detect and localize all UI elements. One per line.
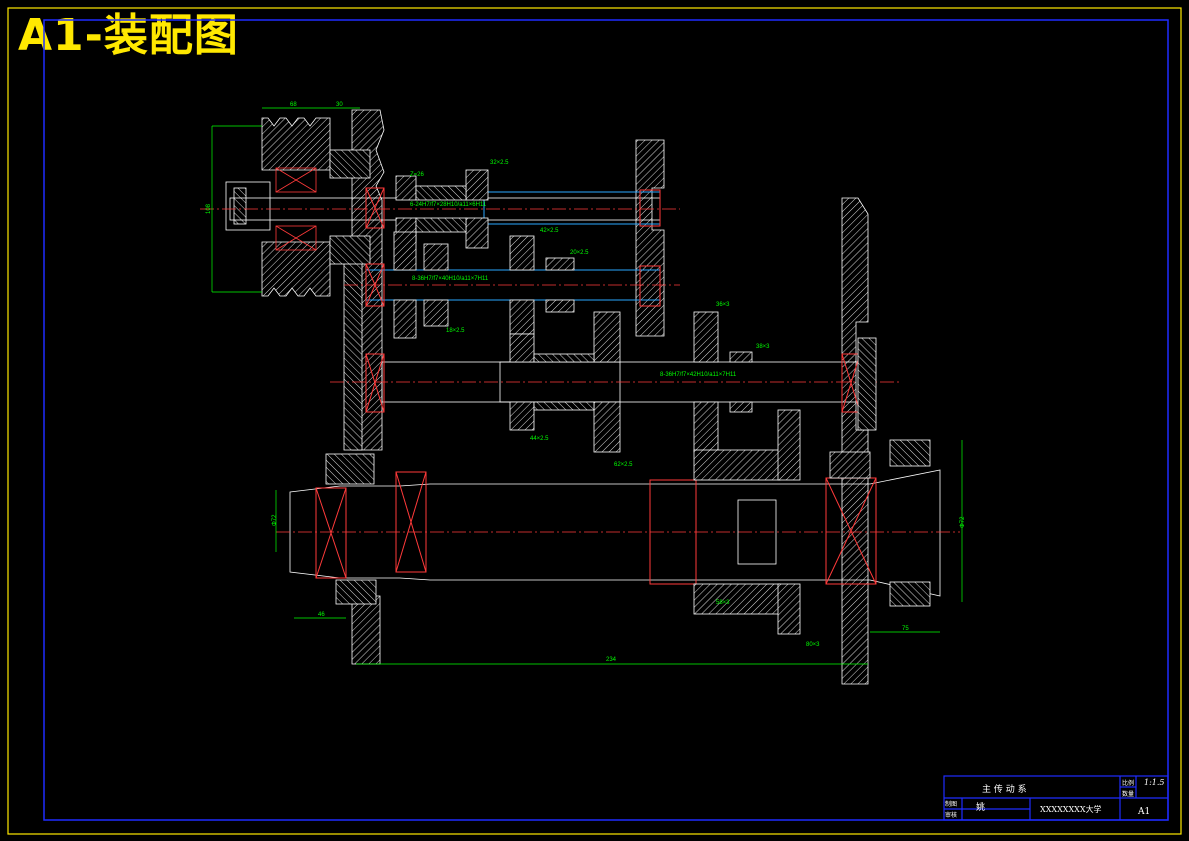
- check-label: 审核: [945, 811, 957, 819]
- gear-label-44: 44×2.5: [530, 436, 549, 442]
- dim-top-left: 68: [290, 102, 297, 108]
- gear-label-38: 38×3: [756, 344, 770, 350]
- gear-label-18: 18×2.5: [446, 328, 465, 334]
- housing-walls: [343, 109, 869, 685]
- drawing-title: A1-装配图: [18, 10, 239, 61]
- gear-label-80: 80×3: [806, 642, 820, 648]
- scale-label: 比例: [1122, 779, 1134, 787]
- inner-border: [43, 19, 1169, 821]
- dim-total-length: 234: [606, 657, 617, 663]
- title-block: [943, 775, 1169, 821]
- gear-label-z26: Z=26: [410, 172, 425, 178]
- title-block-name: 主 传 动 系: [982, 783, 1027, 795]
- dim-top-right: 30: [336, 102, 343, 108]
- scale-value: 1:1.5: [1144, 778, 1165, 787]
- shaft-1-spline: 6-24H7/f7×28H10/a11×6H11: [410, 202, 487, 208]
- gear-label-36-top: 36×3: [716, 302, 730, 308]
- drawer-name: 姚: [976, 801, 985, 813]
- dimension-lines: [211, 107, 963, 665]
- gear-label-42: 42×2.5: [540, 228, 559, 234]
- dim-bottom-left: 46: [318, 612, 325, 618]
- gear-label-32: 32×2.5: [490, 160, 509, 166]
- gear-label-62: 62×2.5: [614, 462, 633, 468]
- outer-border: [7, 7, 1182, 835]
- sheet-size: A1: [1137, 807, 1150, 817]
- gear-label-58: 58×3: [716, 600, 730, 606]
- school-name: XXXXXXXX大学: [1040, 804, 1102, 814]
- shaft-3-gears: [509, 311, 877, 453]
- dim-right-diameter: Φ72: [960, 516, 966, 528]
- drawn-label: 制图: [945, 800, 957, 808]
- dim-bottom-right: 75: [902, 626, 909, 632]
- dim-pulley-height: 108: [206, 203, 212, 214]
- shaft-2-spline: 8-36H7/f7×40H10/a11×7H11: [412, 276, 489, 282]
- v-belt-pulley: [225, 117, 371, 297]
- spindle-gears: [325, 409, 931, 635]
- gear-label-20: 20×2.5: [570, 250, 589, 256]
- shaft-3-spline: 8-36H7/f7×42H10/a11×7H11: [660, 372, 737, 378]
- qty-label: 数量: [1122, 790, 1134, 798]
- spindle: [276, 469, 960, 597]
- dim-left-spindle: Φ72: [272, 514, 278, 526]
- shaft-2-gears: [393, 231, 575, 339]
